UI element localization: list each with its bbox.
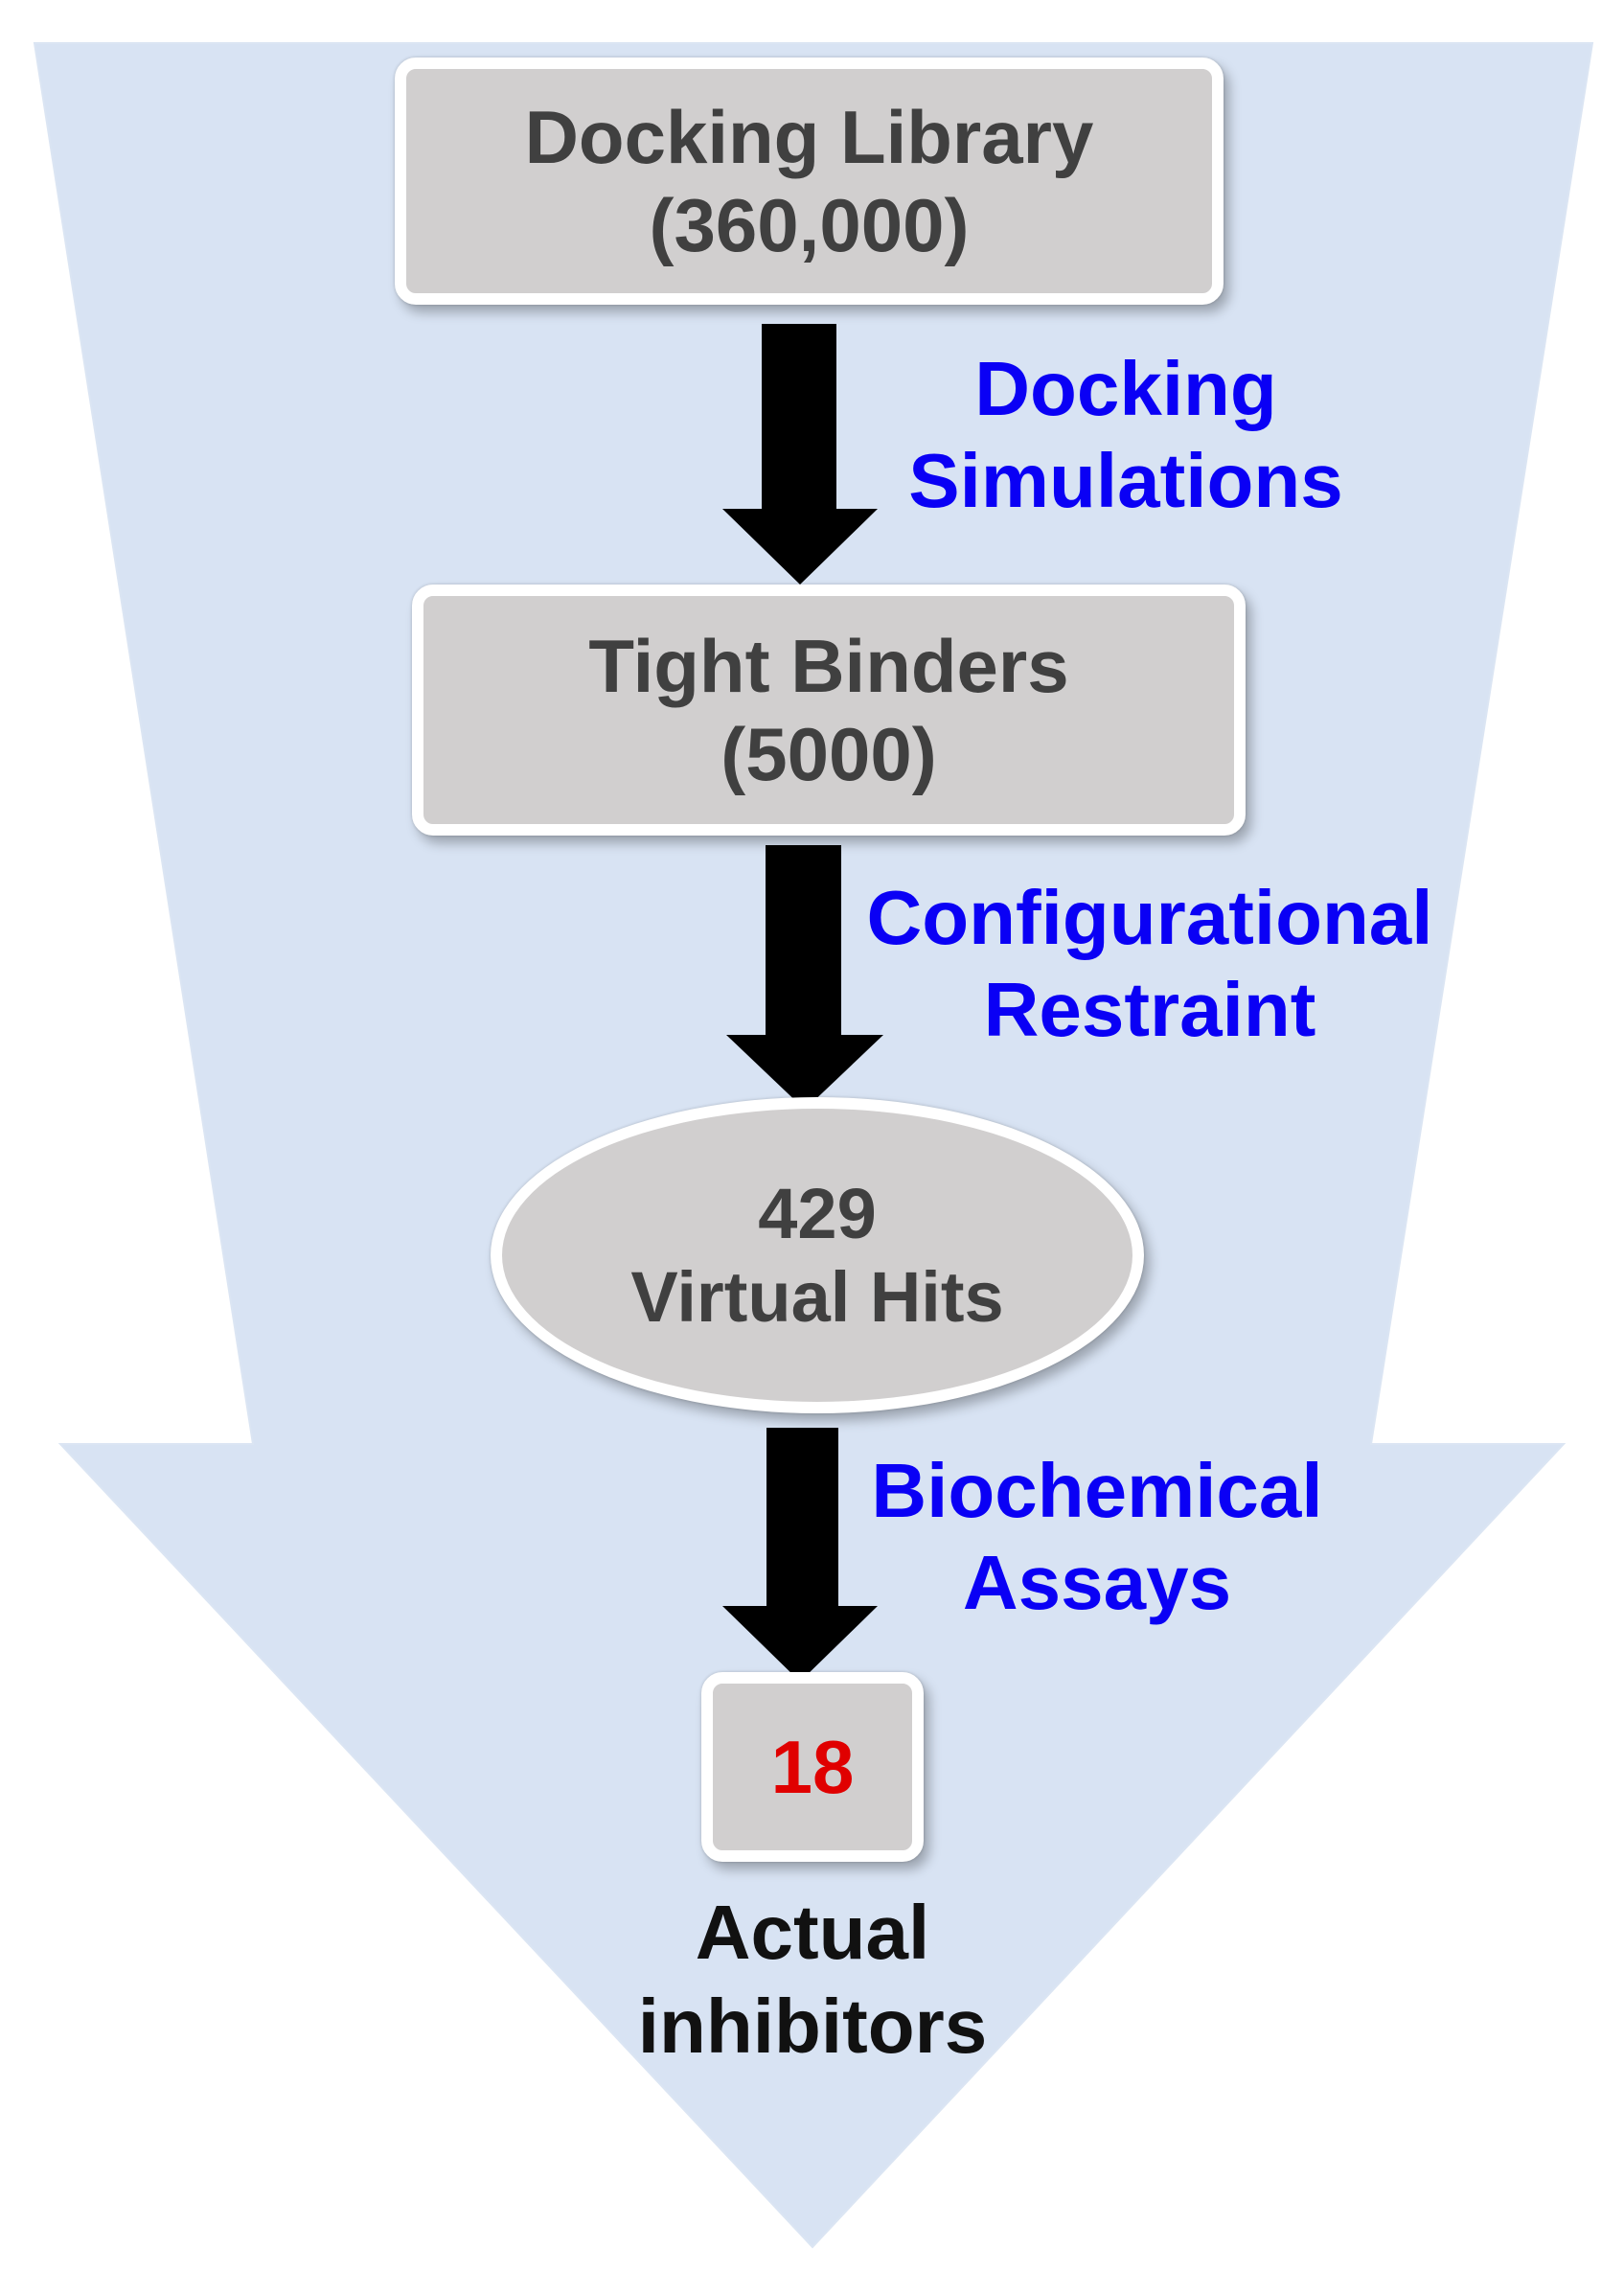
actual-inhibitors-caption: Actual inhibitors <box>637 1890 988 2069</box>
step-label-biochemical-assays: Biochemical Assays <box>871 1448 1323 1625</box>
down-arrow-1 <box>722 324 878 585</box>
docking-library-box: Docking Library (360,000) <box>395 57 1224 305</box>
actual-inhibitors-box: 18 <box>701 1672 924 1862</box>
step-label-configurational-restraint: Configurational Restraint <box>866 875 1433 1052</box>
docking-library-count: (360,000) <box>649 183 970 267</box>
step-label-docking-simulations: Docking Simulations <box>908 346 1343 523</box>
down-arrow-2 <box>726 845 883 1110</box>
down-arrow-3 <box>722 1428 878 1682</box>
tight-binders-box: Tight Binders (5000) <box>412 585 1246 836</box>
virtual-hits-count: 429 <box>758 1173 877 1253</box>
virtual-hits-ellipse: 429 Virtual Hits <box>491 1097 1144 1413</box>
tight-binders-count: (5000) <box>721 712 937 796</box>
actual-inhibitors-count: 18 <box>770 1724 855 1809</box>
tight-binders-title: Tight Binders <box>588 623 1069 708</box>
docking-library-title: Docking Library <box>524 94 1094 179</box>
virtual-hits-label: Virtual Hits <box>630 1257 1004 1337</box>
